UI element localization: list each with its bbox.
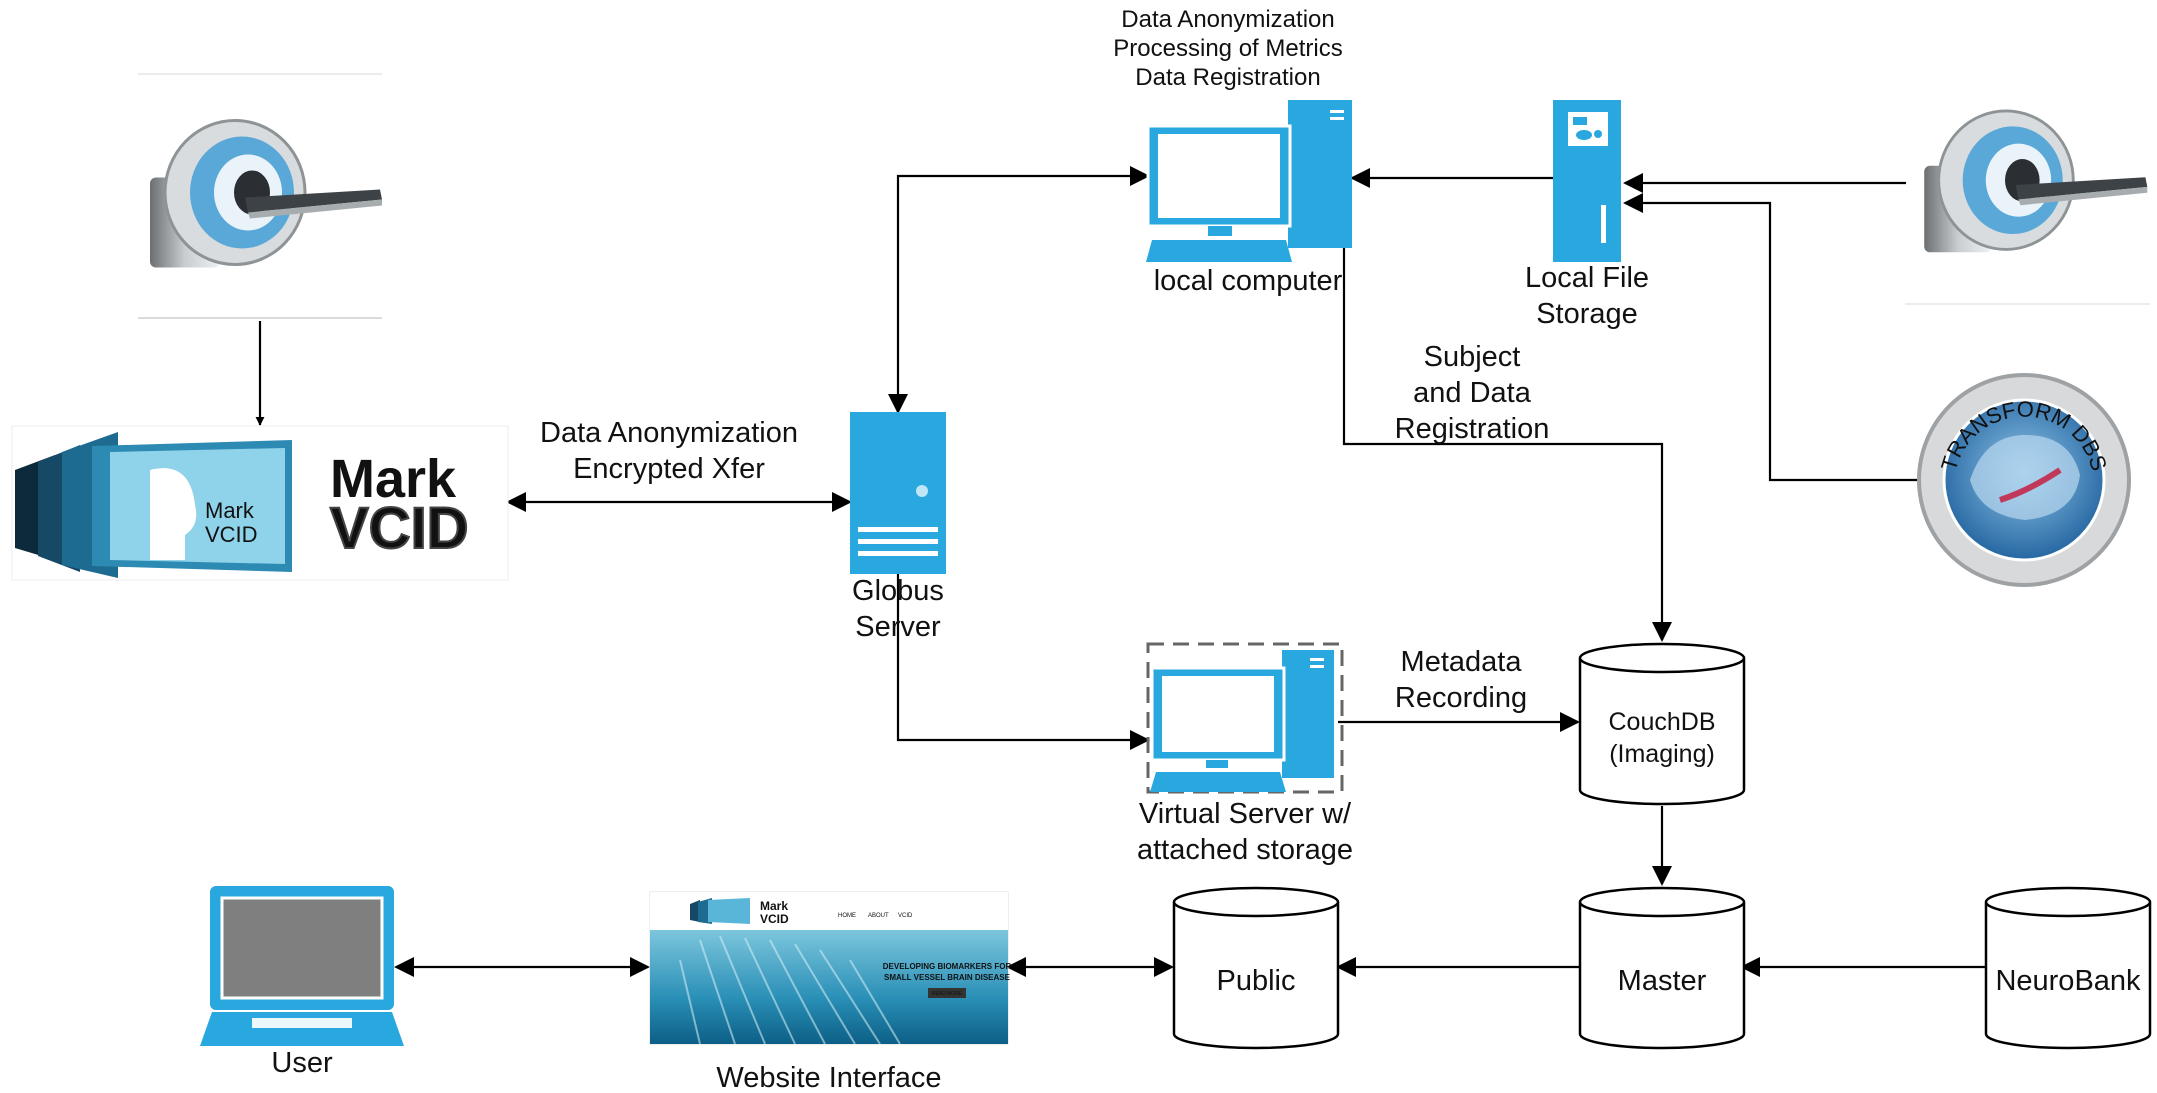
connectors bbox=[255, 166, 1986, 977]
keyboard-icon bbox=[1150, 772, 1286, 792]
virtual-server-label-line1: Virtual Server w/ bbox=[1139, 798, 1352, 830]
local-file-storage-label-line1: Local File bbox=[1525, 262, 1649, 294]
public-database: Public bbox=[1172, 886, 1340, 1050]
couchdb-database: CouchDB (Imaging) bbox=[1578, 642, 1746, 806]
local-computer-task-2: Processing of Metrics bbox=[1113, 35, 1342, 62]
brain-icon bbox=[1970, 435, 2080, 520]
markvcid-logo: Mark VCID Mark VCID bbox=[11, 425, 509, 581]
local-computer-label: local computer bbox=[1154, 265, 1343, 297]
website-interface-label: Website Interface bbox=[716, 1062, 941, 1093]
globus-server: Globus Server bbox=[850, 412, 946, 643]
metadata-recording-label-line1: Metadata bbox=[1401, 646, 1523, 678]
virtual-server: Virtual Server w/ attached storage bbox=[1137, 642, 1353, 866]
local-computer-task-3: Data Registration bbox=[1135, 64, 1320, 91]
arrow-localcomputer-to-couchdb bbox=[1342, 240, 1672, 642]
globus-server-label-line2: Server bbox=[855, 611, 941, 643]
transform-dbs-seal: TRANSFORM DBS bbox=[1917, 373, 2131, 587]
arrow-transformdbs-to-storage bbox=[1623, 193, 1920, 482]
mri-scanner-icon bbox=[148, 118, 384, 270]
logo-vcid: VCID bbox=[330, 496, 469, 561]
subject-registration-label-line2: and Data bbox=[1413, 377, 1532, 409]
local-file-storage-label-line2: Storage bbox=[1536, 298, 1638, 330]
website-hero-image bbox=[650, 930, 1008, 1044]
database-icon bbox=[1578, 658, 1746, 806]
website-logo-mark: Mark bbox=[760, 899, 788, 913]
logo-vcid-small: VCID bbox=[205, 522, 258, 547]
website-nav-vcid[interactable]: VCID bbox=[898, 913, 913, 919]
keyboard-icon bbox=[1146, 240, 1292, 262]
user-label: User bbox=[271, 1047, 333, 1079]
website-read-more-label: READ MORE bbox=[932, 991, 963, 997]
server-tower-icon bbox=[850, 412, 946, 574]
local-file-storage: Local File Storage bbox=[1525, 100, 1649, 330]
user-laptop: User bbox=[200, 886, 404, 1079]
metadata-recording-label-line2: Recording bbox=[1395, 682, 1527, 714]
couchdb-label-line1: CouchDB bbox=[1609, 708, 1716, 736]
logo-mark-small: Mark bbox=[205, 498, 255, 523]
anon-transfer-label-line2: Encrypted Xfer bbox=[573, 453, 765, 485]
virtual-server-label-line2: attached storage bbox=[1137, 834, 1353, 866]
public-label: Public bbox=[1217, 965, 1296, 997]
anon-transfer-label-line1: Data Anonymization bbox=[540, 417, 798, 449]
server-tower-icon bbox=[1282, 650, 1334, 778]
database-icon bbox=[1984, 902, 2152, 1050]
master-database: Master bbox=[1578, 886, 1746, 1050]
couchdb-label-line2: (Imaging) bbox=[1609, 740, 1715, 768]
master-label: Master bbox=[1618, 965, 1707, 997]
website-headline-line1: DEVELOPING BIOMARKERS FOR bbox=[883, 962, 1012, 971]
local-computer-task-1: Data Anonymization bbox=[1121, 6, 1334, 33]
website-logo-vcid: VCID bbox=[760, 912, 789, 926]
database-icon bbox=[1172, 902, 1340, 1050]
website-nav-about[interactable]: ABOUT bbox=[868, 913, 889, 919]
website-headline-line2: SMALL VESSEL BRAIN DISEASE bbox=[884, 973, 1011, 982]
neurobank-label: NeuroBank bbox=[1995, 965, 2141, 997]
website-nav-home[interactable]: HOME bbox=[838, 913, 856, 919]
computer-tower-icon bbox=[1288, 100, 1352, 248]
database-icon bbox=[1578, 902, 1746, 1050]
website-read-more-button[interactable] bbox=[928, 988, 966, 998]
subject-registration-label-line3: Registration bbox=[1395, 413, 1550, 445]
arrow-globus-localcomputer bbox=[888, 166, 1150, 414]
face-silhouette-icon bbox=[150, 468, 197, 560]
local-computer: Data Anonymization Processing of Metrics… bbox=[1113, 6, 1352, 297]
mri-scanner-left bbox=[138, 73, 384, 319]
neurobank-database: NeuroBank bbox=[1984, 886, 2152, 1050]
globus-server-label-line1: Globus bbox=[852, 575, 944, 607]
arrow-globus-virtualserver bbox=[896, 572, 1150, 750]
website-interface: Mark VCID HOME ABOUT VCID DEVELOPING BIO… bbox=[649, 891, 1012, 1093]
mri-scanner-right bbox=[1905, 109, 2150, 305]
subject-registration-label-line1: Subject bbox=[1424, 341, 1521, 373]
logo-mark: Mark bbox=[330, 449, 457, 509]
mri-scanner-icon bbox=[1922, 109, 2149, 254]
